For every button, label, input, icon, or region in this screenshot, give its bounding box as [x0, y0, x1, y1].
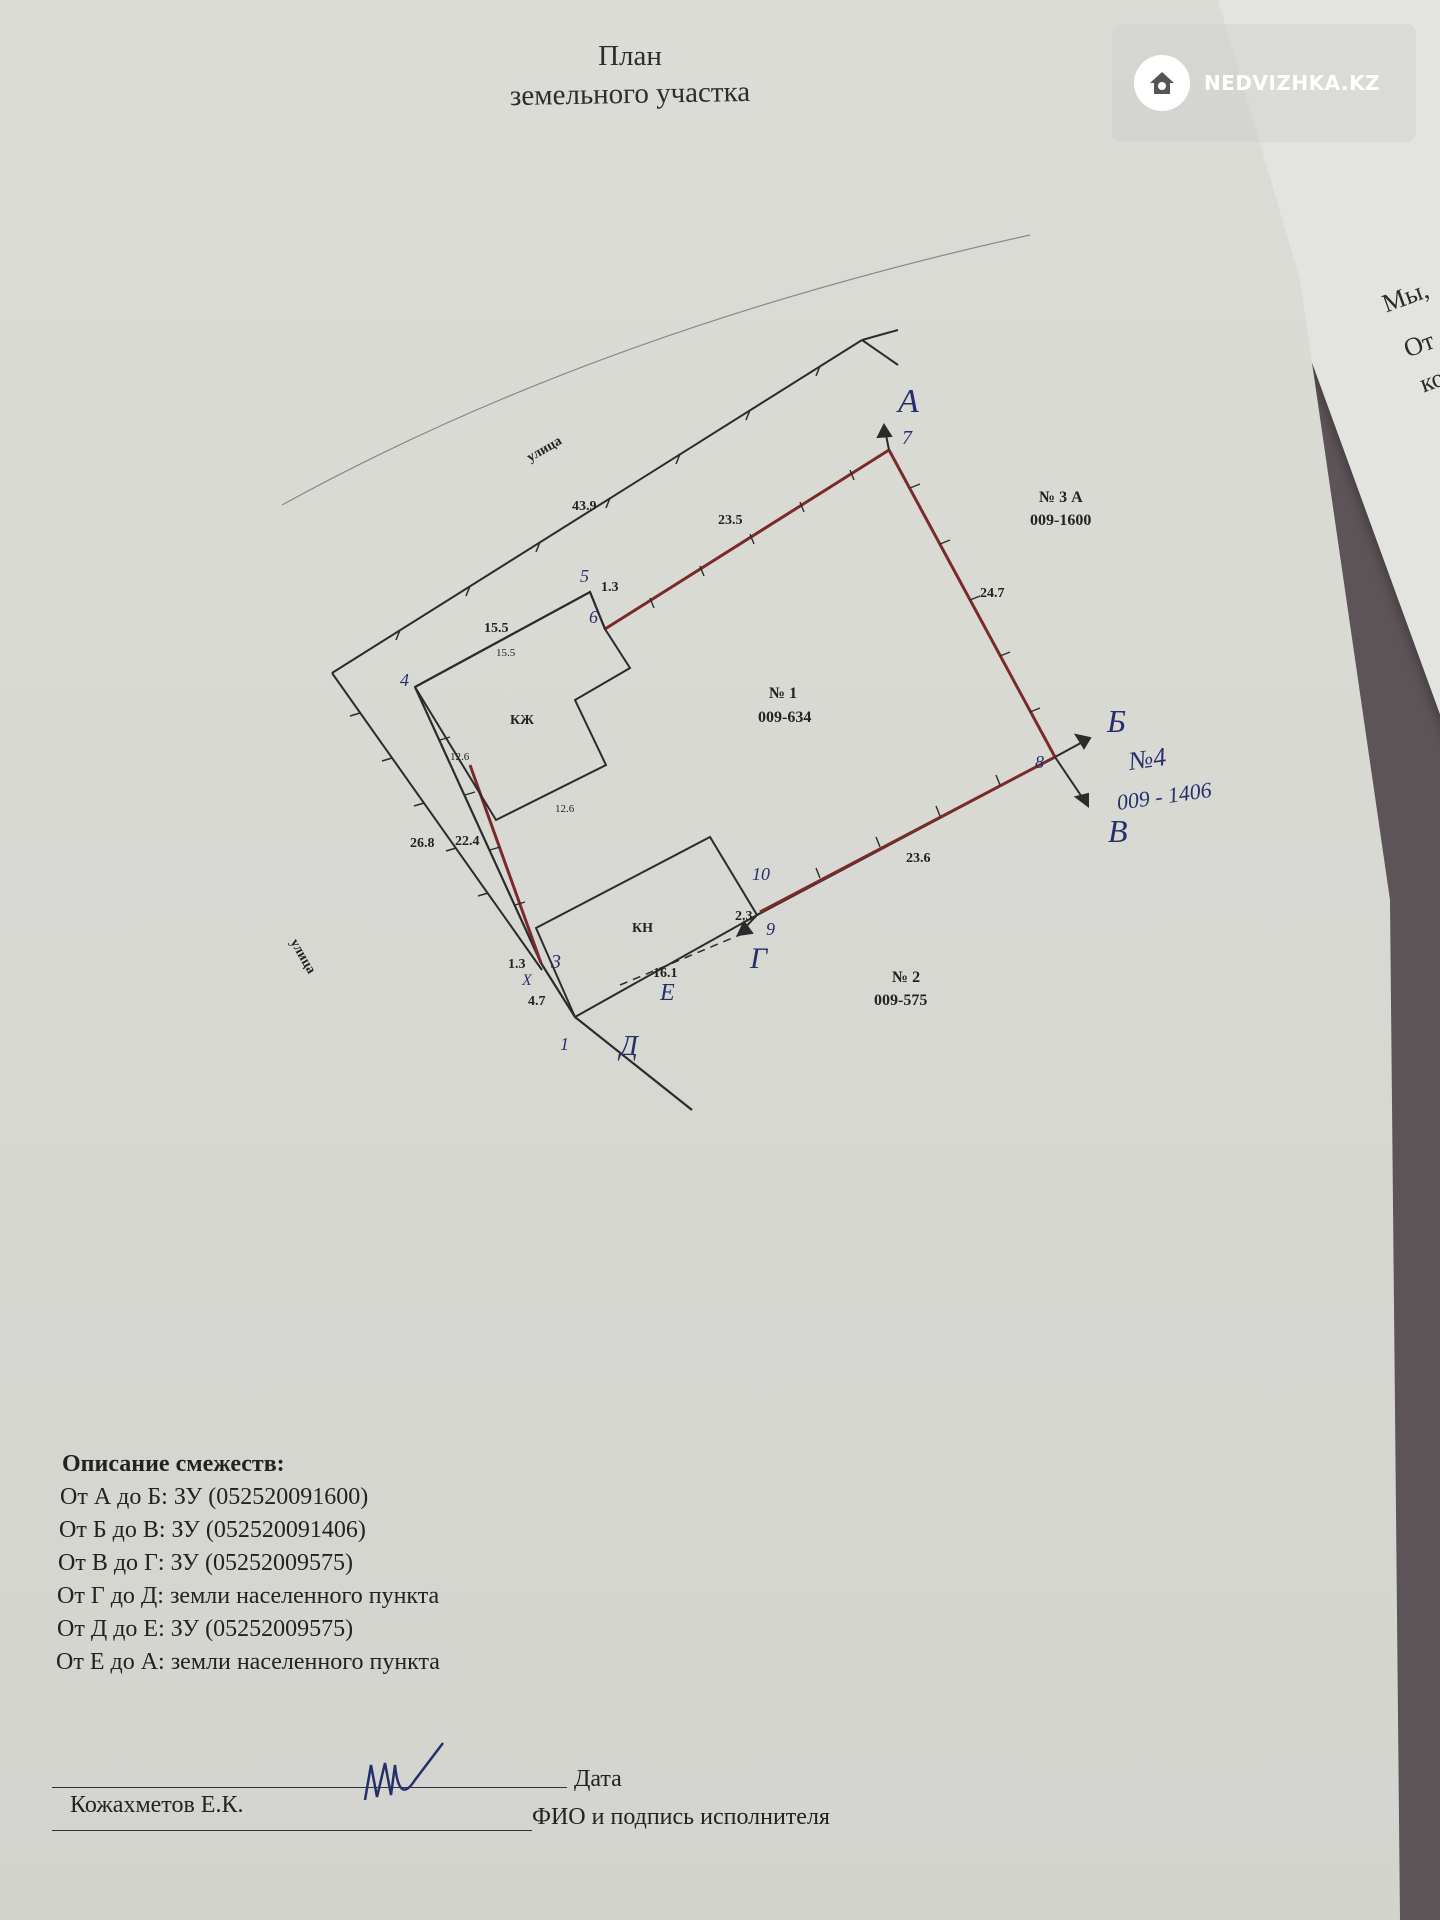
title-line-1: План	[598, 40, 662, 72]
dim-16-1: 16.1	[653, 966, 678, 981]
point-9: 9	[766, 919, 775, 939]
building-kzh-label: КЖ	[510, 713, 534, 728]
dim-24-7: 24.7	[980, 586, 1005, 601]
watermark-logo: NEDVIZHKA.KZ	[1112, 24, 1416, 142]
executor-name: Кожахметов Е.К.	[70, 1792, 244, 1818]
point-7: 7	[902, 427, 913, 449]
parcel-red-edges	[468, 448, 1057, 964]
watermark-text: NEDVIZHKA.KZ	[1204, 71, 1381, 95]
outer-boundary	[331, 329, 899, 971]
letter-e: Е	[659, 980, 675, 1006]
dim-26-8: 26.8	[410, 836, 435, 851]
dim-1-3-top: 1.3	[601, 580, 619, 595]
dashed-boundary	[619, 933, 743, 986]
street-curve	[281, 234, 1031, 506]
point-3: 3	[550, 951, 561, 973]
adjacent-parcel-4-number: №4	[1126, 742, 1168, 776]
parcel-1	[413, 448, 1057, 1111]
parcel-ticks	[439, 469, 1041, 906]
letter-g: Г	[749, 942, 769, 975]
adjacency-row: От Е до А: земли населенного пункта	[56, 1649, 440, 1675]
adjacency-row: От Д до Е: ЗУ (05252009575)	[57, 1616, 354, 1642]
date-line	[52, 1787, 567, 1788]
dim-12-6-bottom: 12.6	[555, 803, 575, 815]
dim-15-5: 15.5	[484, 621, 509, 636]
parcel-1-id: 009-634	[758, 709, 811, 726]
letter-d: Д	[617, 1031, 640, 1062]
parcel-1-number: № 1	[769, 685, 797, 702]
point-10: 10	[752, 864, 770, 884]
dim-43-9: 43.9	[572, 499, 597, 514]
dim-2-3: 2.3	[735, 909, 753, 924]
point-5: 5	[580, 566, 589, 586]
letter-a: А	[896, 383, 919, 420]
adjacency-arrows	[736, 422, 1092, 937]
adjacent-parcel-4-id: 009 - 1406	[1115, 777, 1213, 815]
adjacency-row: От Б до В: ЗУ (052520091406)	[59, 1517, 366, 1543]
dim-23-6: 23.6	[906, 851, 931, 866]
point-6: 6	[589, 607, 598, 627]
point-4: 4	[400, 670, 409, 690]
home-icon	[1134, 55, 1190, 111]
dim-15-5-inner: 15.5	[496, 647, 516, 659]
handwritten-signature	[363, 1742, 444, 1801]
letter-v: В	[1108, 813, 1128, 849]
street-label-top: улица	[525, 434, 565, 466]
dim-4-7: 4.7	[528, 994, 546, 1009]
adjacency-row: От Г до Д: земли населенного пункта	[57, 1583, 440, 1609]
adjacency-row: От В до Г: ЗУ (05252009575)	[58, 1550, 353, 1576]
parcel-2-id: 009-575	[874, 992, 927, 1009]
date-label: Дата	[574, 1766, 622, 1792]
adjacency-description: Описание смежеств: От А до Б: ЗУ (052520…	[56, 1448, 440, 1679]
letter-b: Б	[1106, 703, 1126, 739]
parcel-2-number: № 2	[892, 969, 920, 986]
executor-role-label: ФИО и подпись исполнителя	[532, 1804, 830, 1830]
building-kn-label: КН	[632, 921, 653, 936]
dim-22-4: 22.4	[455, 834, 480, 849]
building-kzh	[413, 590, 632, 822]
land-plot-plan: 43.9 23.5 24.7 23.6 15.5 15.5 1.3 12.6 1…	[281, 234, 1213, 1111]
parcel-3a-id: 009-1600	[1030, 512, 1091, 529]
parcel-3a-number: № 3 А	[1039, 489, 1083, 506]
point-8: 8	[1035, 752, 1044, 772]
point-x: Х	[521, 972, 533, 989]
dim-1-3-bottom: 1.3	[508, 957, 526, 972]
point-1: 1	[560, 1034, 569, 1054]
dim-23-5: 23.5	[718, 513, 743, 528]
boundary-ticks	[349, 365, 821, 897]
adjacency-heading: Описание смежеств:	[62, 1451, 285, 1477]
street-label-left: улица	[287, 937, 319, 977]
dim-12-6-left: 12.6	[450, 751, 470, 763]
signature-line	[52, 1830, 532, 1831]
adjacency-row: От А до Б: ЗУ (052520091600)	[60, 1484, 369, 1510]
